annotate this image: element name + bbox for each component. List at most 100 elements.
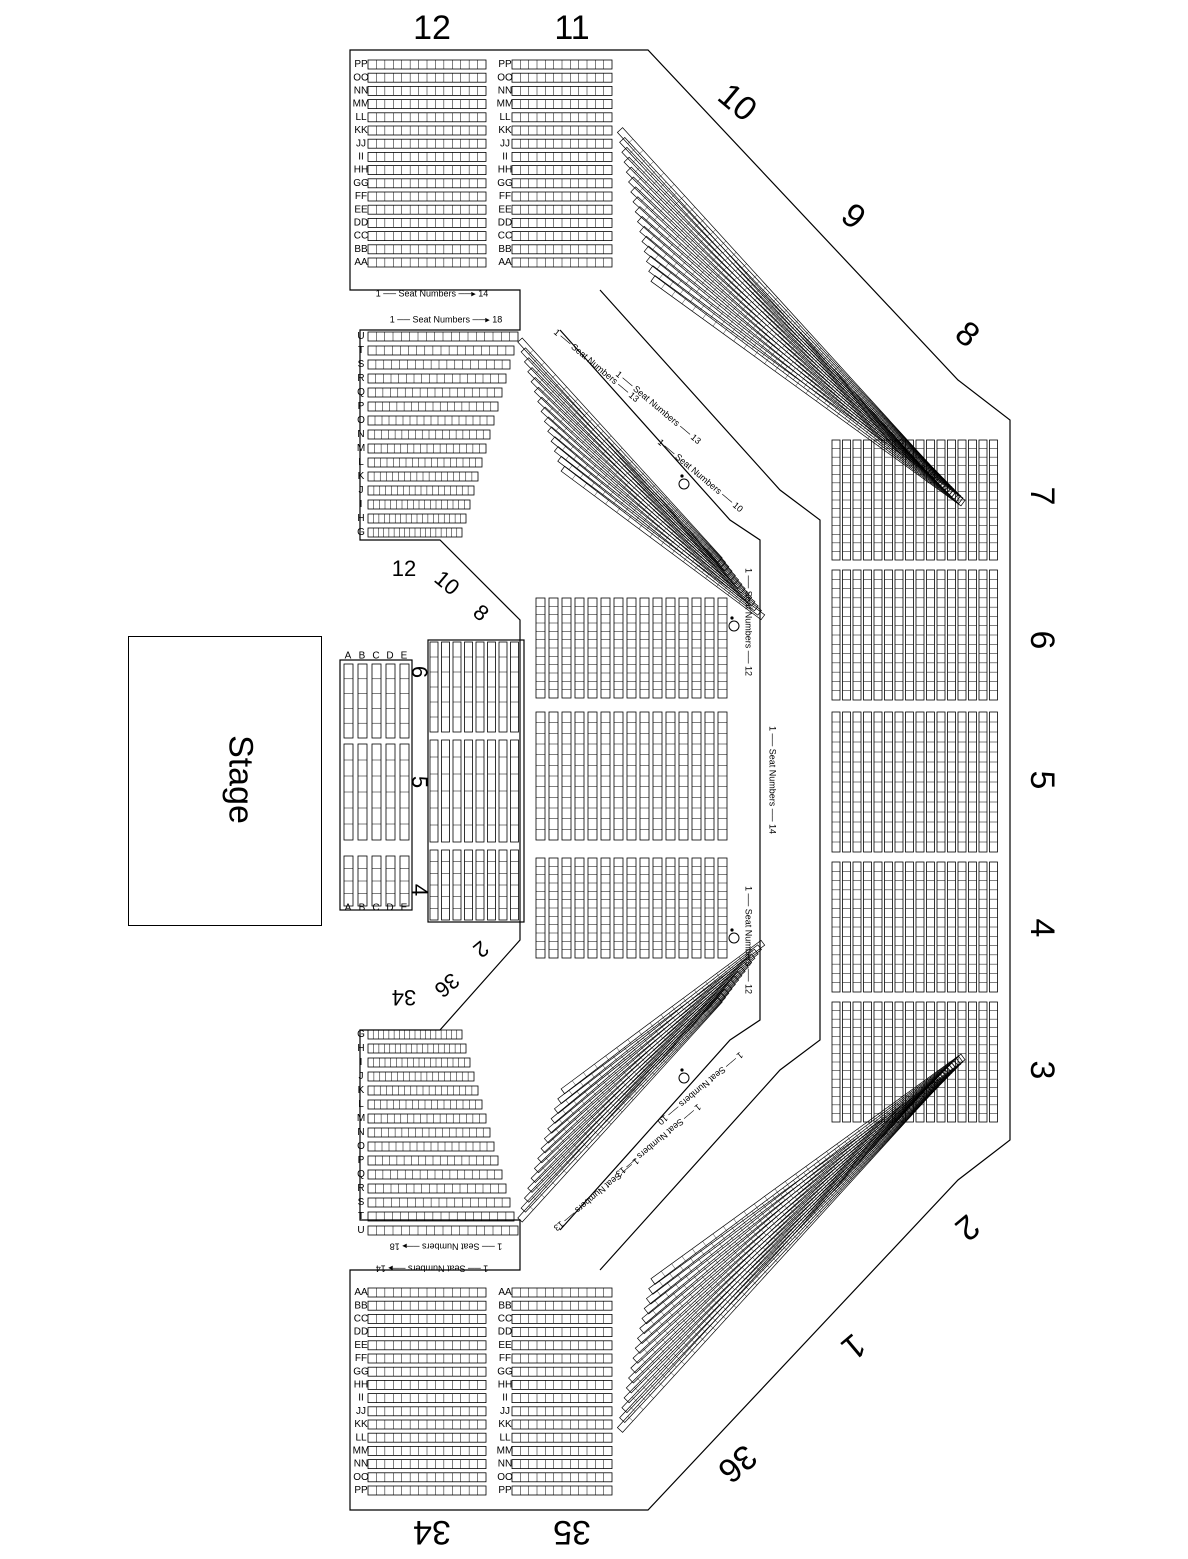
row-s34-HH[interactable]: HH <box>354 1380 487 1391</box>
vrow-sec3-13[interactable] <box>968 861 977 993</box>
row-top-lower-J[interactable]: J <box>359 485 475 496</box>
inner-vrow-0-0[interactable] <box>535 597 546 699</box>
row-s11-JJ[interactable]: JJ <box>500 138 613 149</box>
row-s35-BB[interactable]: BB <box>498 1300 613 1311</box>
row-s35-PP[interactable]: PP <box>498 1485 613 1496</box>
row-bottom-lower-H[interactable]: H <box>357 1043 467 1054</box>
diag-lower-bottom-11[interactable] <box>553 948 759 1114</box>
floor-a-4[interactable] <box>475 641 485 733</box>
vrow-sec3-10[interactable] <box>936 861 946 993</box>
inner-vrow-2-4[interactable] <box>587 857 598 959</box>
vrow-sec2-0[interactable] <box>831 711 841 853</box>
row-top-lower-H[interactable]: H <box>357 513 467 524</box>
row-s12-LL[interactable]: LL <box>355 112 487 123</box>
vrow-sec1-10[interactable] <box>936 569 946 701</box>
row-s11-KK[interactable]: KK <box>498 125 613 136</box>
row-s11-BB[interactable]: BB <box>498 244 613 255</box>
inner-vrow-0-7[interactable] <box>626 597 637 699</box>
row-s12-BB[interactable]: BB <box>354 244 487 255</box>
vrow-sec3-8[interactable] <box>915 861 925 993</box>
row-bottom-lower-K[interactable]: K <box>358 1085 479 1096</box>
diag-lower-top-5[interactable] <box>533 386 740 585</box>
inner-vrow-2-3[interactable] <box>574 857 585 959</box>
floor-c-1[interactable] <box>441 849 450 921</box>
inner-vrow-1-2[interactable] <box>561 711 572 841</box>
row-bottom-lower-N[interactable]: N <box>357 1127 491 1138</box>
inner-vrow-2-9[interactable] <box>652 857 663 959</box>
row-top-lower-P[interactable]: P <box>358 401 499 412</box>
vrow-sec4-15[interactable] <box>989 1001 998 1123</box>
row-top-lower-L[interactable]: L <box>358 457 483 468</box>
row-s34-OO[interactable]: OO <box>353 1472 487 1483</box>
row-top-lower-Q[interactable]: Q <box>357 387 503 398</box>
row-s12-JJ[interactable]: JJ <box>356 138 487 149</box>
vrow-sec2-14[interactable] <box>978 711 988 853</box>
vrow-sec1-12[interactable] <box>957 569 967 701</box>
vrow-sec1-5[interactable] <box>884 569 893 701</box>
floor-c-7[interactable] <box>510 849 519 921</box>
vrow-sec0-4[interactable] <box>873 439 883 561</box>
diag-upper-top-5[interactable] <box>628 176 944 485</box>
vrow-sec0-0[interactable] <box>831 439 841 561</box>
vrow-sec3-6[interactable] <box>894 861 904 993</box>
vrow-sec2-3[interactable] <box>863 711 872 853</box>
inner-vrow-1-4[interactable] <box>587 711 598 841</box>
row-bottom-lower-Q[interactable]: Q <box>357 1169 503 1180</box>
inner-vrow-0-2[interactable] <box>561 597 572 699</box>
row-s12-CC[interactable]: CC <box>354 231 487 242</box>
vrow-sec4-9[interactable] <box>926 1001 935 1123</box>
diag-upper-top-15[interactable] <box>650 275 966 507</box>
row-s34-EE[interactable]: EE <box>354 1340 487 1351</box>
vrow-sec0-15[interactable] <box>989 439 998 561</box>
row-s35-MM[interactable]: MM <box>497 1446 613 1457</box>
diag-upper-bottom-14[interactable] <box>648 1055 964 1295</box>
vrow-sec4-13[interactable] <box>968 1001 977 1123</box>
vrow-sec2-15[interactable] <box>989 711 998 853</box>
floor-left-a-2[interactable] <box>371 663 382 739</box>
vrow-sec2-1[interactable] <box>842 711 851 853</box>
floor-b-5[interactable] <box>487 739 496 843</box>
row-s35-OO[interactable]: OO <box>497 1472 613 1483</box>
row-top-lower-U[interactable]: U <box>357 331 519 342</box>
diag-lower-top-9[interactable] <box>547 426 753 603</box>
vrow-sec3-7[interactable] <box>905 861 914 993</box>
inner-vrow-0-8[interactable] <box>639 597 650 699</box>
vrow-sec4-1[interactable] <box>842 1001 851 1123</box>
row-s12-FF[interactable]: FF <box>355 191 487 202</box>
inner-vrow-1-0[interactable] <box>535 711 546 841</box>
vrow-sec0-13[interactable] <box>968 439 977 561</box>
row-top-lower-K[interactable]: K <box>358 471 479 482</box>
floor-b-2[interactable] <box>452 739 462 843</box>
row-bottom-lower-I[interactable]: I <box>360 1057 471 1068</box>
row-bottom-lower-O[interactable]: O <box>357 1141 495 1152</box>
inner-vrow-0-14[interactable] <box>717 597 728 699</box>
vrow-sec3-12[interactable] <box>957 861 967 993</box>
floor-a-6[interactable] <box>498 641 508 733</box>
diag-lower-bottom-13[interactable] <box>560 939 766 1095</box>
vrow-sec0-6[interactable] <box>894 439 904 561</box>
vrow-sec0-12[interactable] <box>957 439 967 561</box>
row-top-lower-S[interactable]: S <box>358 359 511 370</box>
vrow-sec4-2[interactable] <box>852 1001 862 1123</box>
vrow-sec1-0[interactable] <box>831 569 841 701</box>
row-s11-PP[interactable]: PP <box>498 59 613 70</box>
vrow-sec1-8[interactable] <box>915 569 925 701</box>
row-s34-LL[interactable]: LL <box>355 1432 487 1443</box>
diag-upper-bottom-15[interactable] <box>650 1053 966 1285</box>
vrow-sec3-0[interactable] <box>831 861 841 993</box>
vrow-sec1-14[interactable] <box>978 569 988 701</box>
row-bottom-lower-G[interactable]: G <box>357 1029 463 1040</box>
vrow-sec4-10[interactable] <box>936 1001 946 1123</box>
vrow-sec0-11[interactable] <box>947 439 956 561</box>
row-s34-FF[interactable]: FF <box>355 1353 487 1364</box>
row-s11-HH[interactable]: HH <box>498 165 613 176</box>
row-bottom-lower-S[interactable]: S <box>358 1197 511 1208</box>
diag-lower-top-12[interactable] <box>557 455 762 616</box>
floor-left-b-1[interactable] <box>357 743 368 841</box>
row-s12-MM[interactable]: MM <box>353 99 487 110</box>
row-bottom-lower-U[interactable]: U <box>357 1225 519 1236</box>
floor-left-b-2[interactable] <box>371 743 382 841</box>
row-s12-NN[interactable]: NN <box>354 86 487 97</box>
row-s35-HH[interactable]: HH <box>498 1380 613 1391</box>
vrow-sec0-7[interactable] <box>905 439 914 561</box>
